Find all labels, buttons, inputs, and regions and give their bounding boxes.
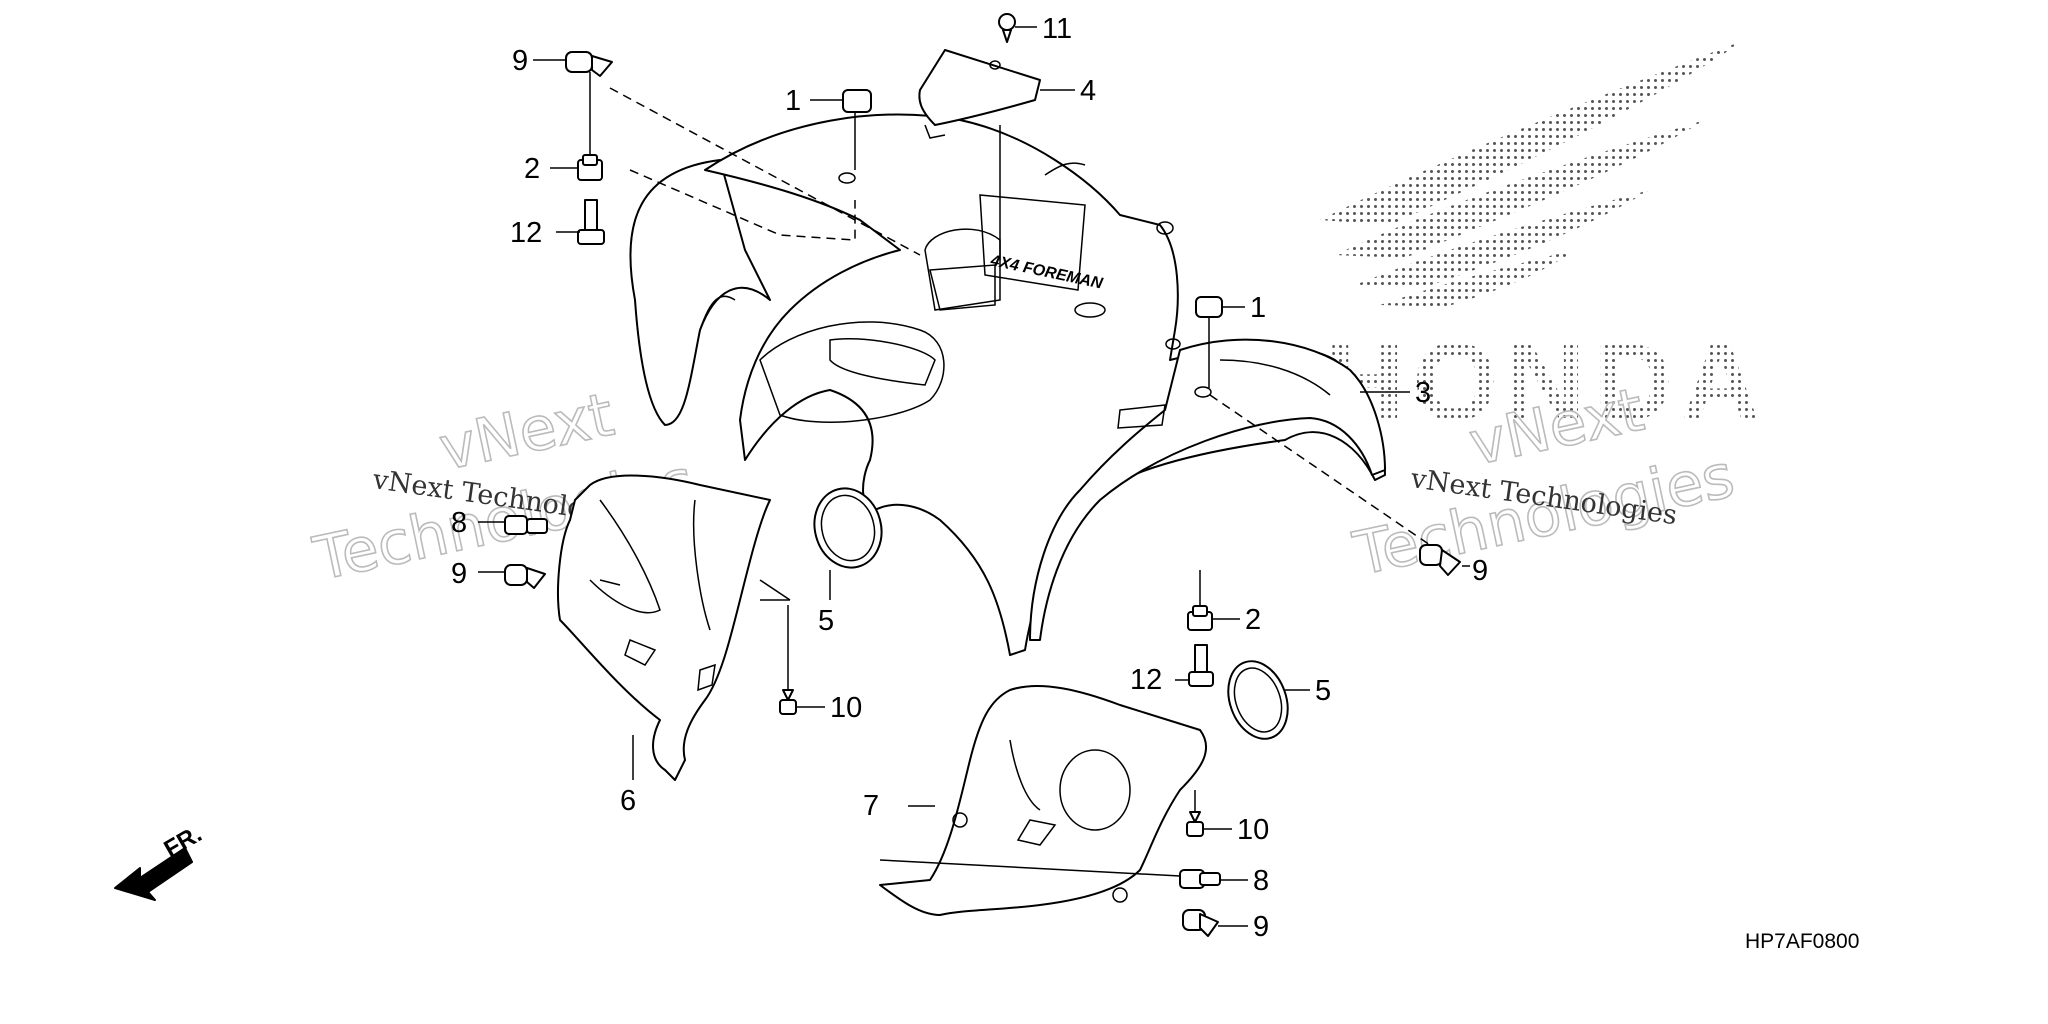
clip-9-top[interactable]: [565, 51, 613, 77]
inner-panel-right-part-7[interactable]: [879, 684, 1207, 916]
callout-label: 12: [1130, 664, 1162, 696]
callout-label: 10: [1237, 814, 1269, 846]
hardware: [504, 13, 1461, 937]
callout-label: 12: [510, 217, 542, 249]
screw-10-left[interactable]: [779, 689, 797, 715]
callout-label: 8: [451, 507, 467, 539]
reference-code: HP7AF0800: [1745, 930, 1859, 953]
bolt-2-lower[interactable]: [1187, 605, 1213, 631]
callout-label: 9: [1472, 555, 1488, 587]
honda-logo-text: HONDA: [1325, 321, 1768, 444]
bolt-2-top[interactable]: [577, 154, 603, 181]
callout-label: 9: [1253, 911, 1269, 943]
callout-label: 1: [1250, 292, 1266, 324]
watermark-right: vNext Technologies vNext Technologies: [1347, 374, 1741, 591]
callout-label: 5: [818, 605, 834, 637]
callout-label: 9: [512, 45, 528, 77]
leader-lines: [478, 26, 1470, 927]
callout-label: 1: [785, 85, 801, 117]
grommet-1-top[interactable]: [842, 89, 872, 113]
callout-label: 11: [1042, 13, 1072, 45]
callout-label: 7: [863, 790, 879, 822]
callout-label: 2: [524, 153, 540, 185]
screw-10-right[interactable]: [1186, 811, 1204, 837]
bolt-12-lower[interactable]: [1188, 644, 1214, 687]
clip-9-lower[interactable]: [1182, 909, 1219, 937]
front-arrow-label: FR.: [160, 820, 207, 863]
bolt-8-left[interactable]: [504, 515, 548, 535]
callout-label: 2: [1245, 604, 1261, 636]
callout-label: 8: [1253, 865, 1269, 897]
inner-panel-left-part-6[interactable]: [557, 474, 771, 781]
callout-label: 9: [451, 558, 467, 590]
honda-wing-logo: HONDA: [1320, 40, 1768, 444]
screw-11[interactable]: [998, 13, 1016, 43]
grommet-left-part-5[interactable]: [806, 481, 890, 575]
clip-9-left[interactable]: [504, 564, 546, 589]
grommet-1-right[interactable]: [1195, 296, 1223, 318]
callout-label: 4: [1080, 75, 1096, 107]
callout-label: 10: [830, 692, 862, 724]
bolt-12-top[interactable]: [577, 199, 605, 245]
callout-label: 5: [1315, 675, 1331, 707]
bolt-8-lower[interactable]: [1179, 869, 1221, 889]
callout-label: 6: [620, 785, 636, 817]
front-fender-part-3[interactable]: 4X4 FOREMAN: [629, 113, 1386, 656]
front-direction-arrow: FR.: [114, 820, 207, 901]
callout-label: 3: [1415, 377, 1431, 409]
clip-9-right[interactable]: [1419, 544, 1461, 576]
cover-part-4[interactable]: [918, 49, 1041, 139]
grommet-right-part-5[interactable]: [1218, 653, 1298, 747]
